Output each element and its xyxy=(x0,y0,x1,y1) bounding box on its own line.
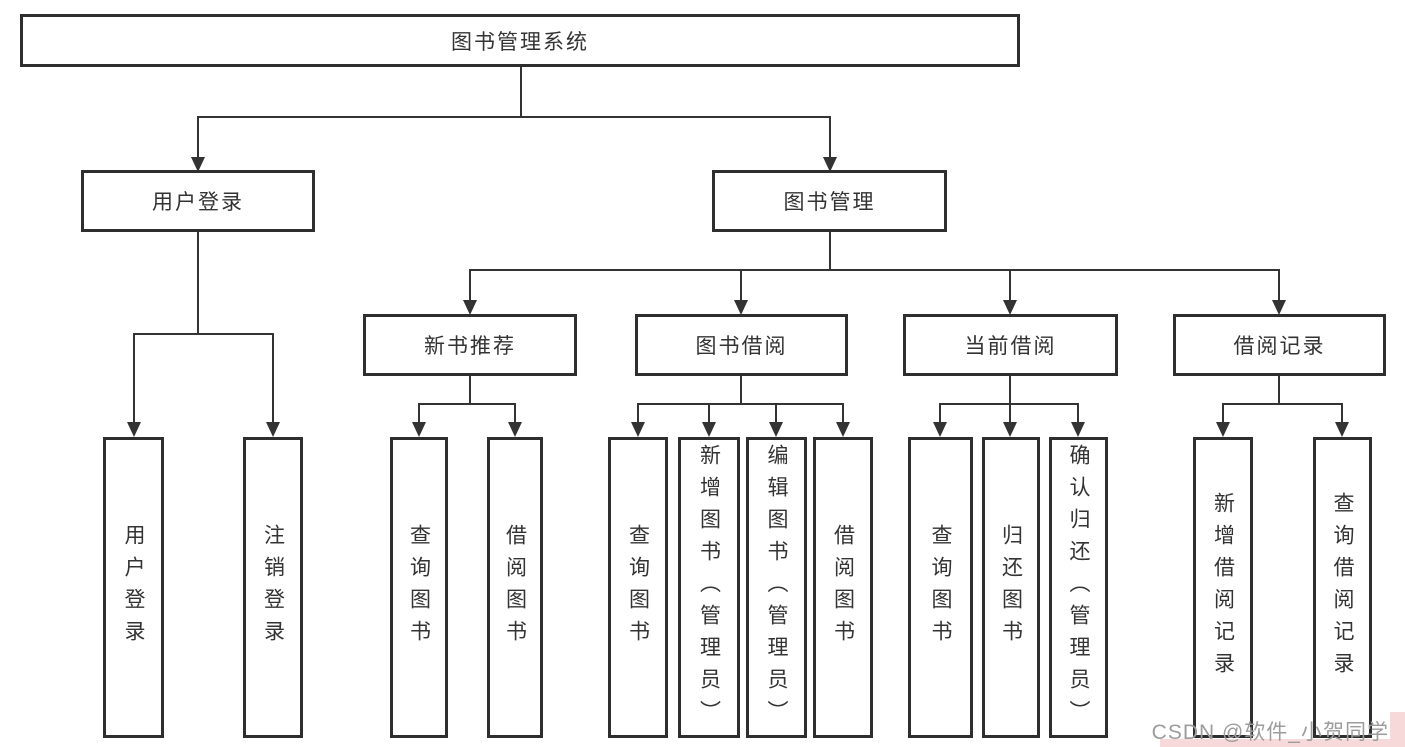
arrowhead-down xyxy=(1071,422,1085,437)
node-label: 当前借阅 xyxy=(964,335,1057,358)
node-label: 图书管理系统 xyxy=(451,30,589,54)
arrowhead-down xyxy=(933,422,947,437)
leaf-label: 借阅图书 xyxy=(831,523,855,652)
leaf-label: 借阅图书 xyxy=(503,523,527,652)
arrowhead-down xyxy=(266,422,280,437)
connector-line xyxy=(1009,376,1011,405)
arrowhead-down xyxy=(702,422,716,437)
csdn-watermark: CSDN @软件_小贺同学 xyxy=(1151,721,1389,744)
arrowhead-down xyxy=(463,300,477,315)
node-borrow-records: 借阅记录 xyxy=(1173,314,1386,376)
connector-line xyxy=(469,269,471,300)
node-library-system: 图书管理系统 xyxy=(20,14,1020,67)
arrowhead-down xyxy=(631,422,645,437)
arrowhead-down xyxy=(1003,422,1017,437)
connector-line xyxy=(133,333,273,335)
connector-line xyxy=(1009,403,1011,422)
connector-line xyxy=(1341,403,1343,422)
leaf-label: 新增借阅记录 xyxy=(1211,491,1235,684)
connector-line xyxy=(829,116,831,158)
leaf-label: 查询借阅记录 xyxy=(1331,491,1354,684)
leaf-confirm-return-admin: 确认归还（管理员） xyxy=(1049,437,1108,738)
connector-line xyxy=(418,403,420,422)
leaf-label: 查询图书 xyxy=(626,523,650,652)
connector-line xyxy=(775,403,777,422)
connector-line xyxy=(1222,403,1224,422)
node-label: 图书借阅 xyxy=(695,335,788,358)
leaf-user-login: 用户登录 xyxy=(103,437,164,738)
leaf-return-books: 归还图书 xyxy=(982,437,1040,738)
leaf-query-borrow-record: 查询借阅记录 xyxy=(1313,437,1372,738)
node-label: 借阅记录 xyxy=(1233,335,1326,358)
arrowhead-down xyxy=(412,422,426,437)
connector-line xyxy=(1009,269,1011,300)
node-label: 用户登录 xyxy=(152,191,244,214)
arrowhead-down xyxy=(836,422,850,437)
connector-line xyxy=(272,333,274,422)
arrowhead-down xyxy=(1216,422,1230,437)
connector-line xyxy=(638,403,844,405)
connector-line xyxy=(133,333,135,422)
leaf-label: 注销登录 xyxy=(261,523,285,652)
node-new-book-recommend: 新书推荐 xyxy=(363,314,577,376)
arrowhead-down xyxy=(508,422,522,437)
connector-line xyxy=(470,269,1280,271)
leaf-query-books-current: 查询图书 xyxy=(908,437,973,738)
connector-line xyxy=(1278,269,1280,300)
connector-line xyxy=(829,232,831,271)
connector-line xyxy=(740,269,742,300)
arrowhead-down xyxy=(1003,300,1017,315)
node-book-borrow: 图书借阅 xyxy=(635,314,848,376)
arrowhead-down xyxy=(769,422,783,437)
connector-line xyxy=(1278,376,1280,405)
connector-line xyxy=(197,232,199,334)
connector-line xyxy=(637,403,639,422)
leaf-edit-books-admin: 编辑图书（管理员） xyxy=(746,437,807,738)
connector-line xyxy=(197,116,199,158)
leaf-label: 查询图书 xyxy=(929,523,952,652)
connector-line xyxy=(1077,403,1079,422)
connector-line xyxy=(197,116,831,118)
connector-line xyxy=(842,403,844,422)
node-user-login: 用户登录 xyxy=(81,170,315,232)
arrowhead-down xyxy=(1272,300,1286,315)
connector-line xyxy=(419,403,516,405)
arrowhead-down xyxy=(734,300,748,315)
leaf-label: 新增图书（管理员） xyxy=(697,443,721,732)
watermark-highlight xyxy=(1160,739,1405,747)
leaf-label: 用户登录 xyxy=(122,523,145,652)
arrowhead-down xyxy=(823,157,837,172)
node-current-borrow: 当前借阅 xyxy=(903,314,1118,376)
leaf-borrow-books-recommend: 借阅图书 xyxy=(487,437,543,738)
leaf-borrow-books: 借阅图书 xyxy=(813,437,873,738)
connector-line xyxy=(939,403,941,422)
node-book-management: 图书管理 xyxy=(712,170,947,232)
leaf-label: 查询图书 xyxy=(407,523,431,652)
connector-line xyxy=(520,66,522,118)
connector-line xyxy=(740,376,742,405)
connector-line xyxy=(1223,403,1343,405)
leaf-query-books-borrow: 查询图书 xyxy=(608,437,668,738)
node-label: 图书管理 xyxy=(783,191,876,214)
arrowhead-down xyxy=(127,422,141,437)
leaf-label: 编辑图书（管理员） xyxy=(765,443,788,732)
connector-line xyxy=(514,403,516,422)
watermark-highlight xyxy=(1390,712,1405,747)
leaf-logout: 注销登录 xyxy=(243,437,303,738)
leaf-add-books-admin: 新增图书（管理员） xyxy=(678,437,740,738)
node-label: 新书推荐 xyxy=(424,335,516,358)
leaf-label: 确认归还（管理员） xyxy=(1067,443,1090,732)
connector-line xyxy=(469,376,471,405)
leaf-query-books-recommend: 查询图书 xyxy=(390,437,448,738)
arrowhead-down xyxy=(1335,422,1349,437)
leaf-add-borrow-record: 新增借阅记录 xyxy=(1193,437,1253,738)
connector-line xyxy=(708,403,710,422)
arrowhead-down xyxy=(191,157,205,172)
leaf-label: 归还图书 xyxy=(999,523,1023,652)
